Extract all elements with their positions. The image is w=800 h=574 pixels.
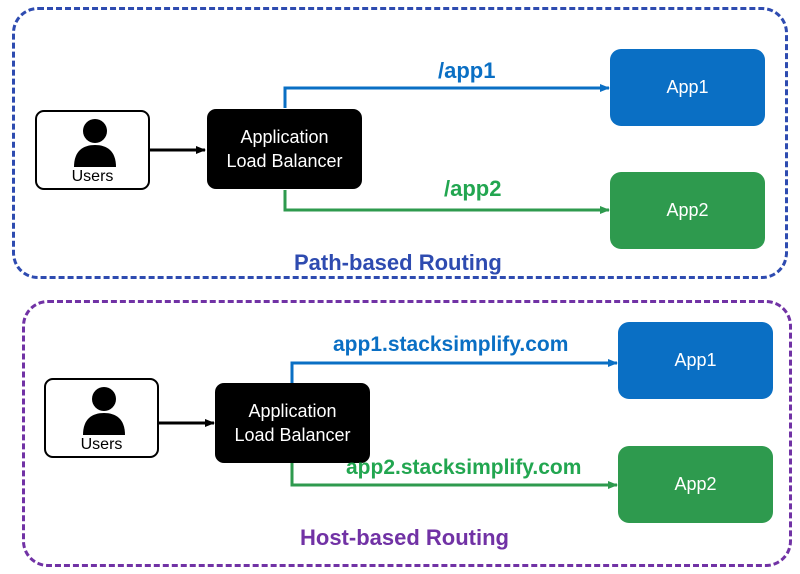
route-app2-arrow (290, 463, 618, 489)
route-app2-arrow (283, 190, 610, 214)
app2-label: App2 (674, 474, 717, 494)
user-silhouette-icon (74, 119, 116, 167)
host-based-frame (22, 300, 792, 567)
route-app2-label: app2.stacksimplify.com (346, 456, 582, 479)
app1-label: App1 (674, 350, 717, 370)
app1-target: App1 (618, 322, 773, 399)
app2-label: App2 (666, 200, 709, 220)
users-label: Users (80, 436, 123, 453)
route-app1-arrow (290, 359, 618, 383)
route-app1-arrow (283, 84, 610, 108)
users-label: Users (71, 168, 114, 185)
users-box: Users (44, 378, 159, 458)
path-based-panel: Users Application Load Balancer /app1 /a… (12, 7, 788, 279)
alb-line-2: Load Balancer (226, 151, 343, 171)
alb-line-1: Application (248, 401, 337, 421)
alb-line-1: Application (240, 127, 329, 147)
path-based-connectors (150, 84, 610, 214)
user-silhouette-icon (83, 387, 125, 435)
route-app2-label: /app2 (444, 176, 502, 201)
route-app1-label: /app1 (438, 58, 496, 83)
users-box: Users (35, 110, 150, 190)
alb-line-2: Load Balancer (234, 425, 351, 445)
path-based-frame (12, 7, 788, 279)
app2-target: App2 (610, 172, 765, 249)
application-load-balancer: Application Load Balancer (207, 109, 362, 189)
host-based-panel: Users Application Load Balancer app1.sta… (0, 287, 800, 574)
route-app1-label: app1.stacksimplify.com (333, 333, 569, 356)
application-load-balancer: Application Load Balancer (215, 383, 370, 463)
host-based-connectors (159, 359, 618, 489)
panel-title: Path-based Routing (294, 250, 502, 275)
app1-label: App1 (666, 77, 709, 97)
app2-target: App2 (618, 446, 773, 523)
app1-target: App1 (610, 49, 765, 126)
panel-title: Host-based Routing (300, 525, 509, 550)
